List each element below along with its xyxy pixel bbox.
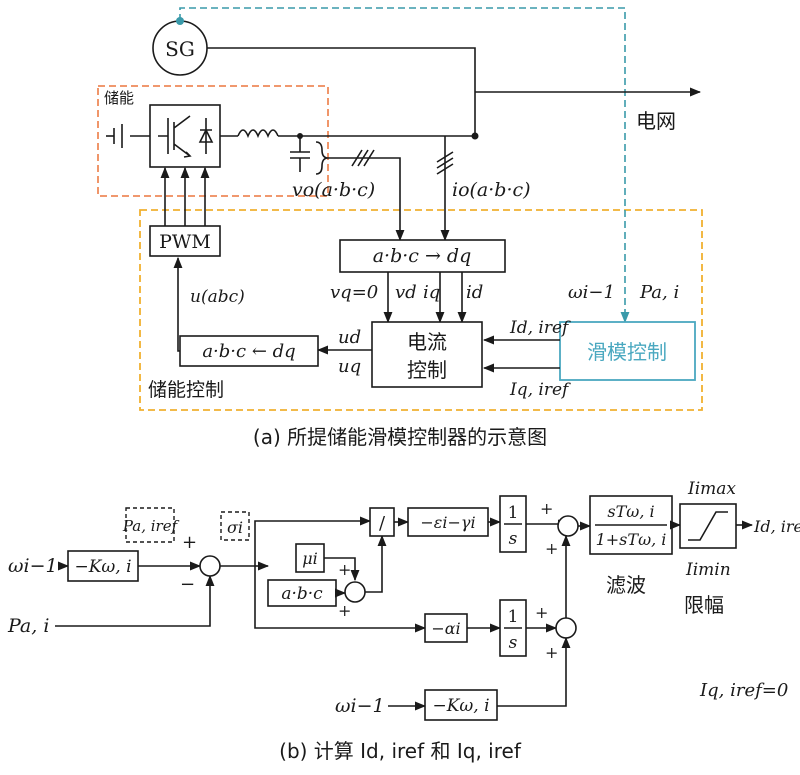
caption-a: (a) 所提储能滑模控制器的示意图 [253,425,547,449]
integrator-1-den: s [509,529,518,549]
storage-control-label: 储能控制 [148,379,224,401]
current-control-line2: 控制 [407,358,447,382]
limiter-curve [688,511,728,541]
current-control-line1: 电流 [407,330,447,354]
sigma-label: σi [227,518,243,537]
plus-sign-6: + [535,603,548,622]
iq-label: iq [423,282,440,303]
abc-dq-label: a·b·c → dq [373,245,472,267]
mu-label: μi [302,549,318,568]
sum2-to-divide [365,534,387,593]
control-dashed-box [139,209,703,411]
id-ref-out-label: Id, iref [753,517,800,536]
inductor [237,129,279,139]
sum-junction-3 [557,515,579,537]
sg-label: SG [165,37,195,61]
vq-zero: vq=0 [330,282,378,303]
sliding-mode-block [559,321,696,381]
omega-input-b2: ωi−1 [335,695,385,717]
k-omega-block-2 [424,689,498,721]
minus-sign-1: − [180,574,195,595]
grid-label: 电网 [636,109,676,133]
plus-sign-7: + [545,643,558,662]
ud-label: ud [338,327,361,348]
k-omega-label: −Kω, i [74,557,131,577]
alpha-block [424,613,468,643]
k-omega-label-2: −Kω, i [432,696,489,716]
k-omega-block [67,550,139,582]
k2-to-sum4 [497,636,571,707]
integrator-2-num: 1 [508,607,519,627]
sigma-to-alpha [254,566,427,633]
limit-label: 限幅 [684,593,724,617]
cap-brace [315,141,329,175]
sg-bus-line [207,47,476,92]
current-control-block [371,321,483,388]
i-min-label: Iimin [685,560,731,580]
sigma-to-divide [254,516,372,566]
omega-label-a: ωi−1 [568,282,615,303]
pa-ref-label: Pa, iref [122,517,180,535]
abc-dq-block [339,239,506,273]
divide-label: / [379,513,386,534]
omega-input-b: ωi−1 [8,555,58,577]
iq-ref-zero: Iq, iref=0 [699,680,788,701]
eps-gamma-block [407,507,489,537]
io-slash [436,151,454,175]
plus-sign-2: + [338,560,351,579]
sliding-mode-label: 滑模控制 [587,340,667,364]
plus-sign-5: + [545,539,558,558]
dq-abc-block [179,335,319,367]
pcc-node [471,132,479,140]
uq-label: uq [338,356,361,377]
sigma-box [220,511,250,541]
filter-num: sTω, i [607,502,654,521]
pa-ref-box [125,507,175,543]
integrator-2-den: s [509,633,518,653]
io-label: io(a·b·c) [452,179,531,201]
storage-dashed-box [97,85,329,197]
dq-abc-label: a·b·c ← dq [202,341,295,362]
sum-junction-2 [344,581,366,603]
abs-label: a·b·c [281,584,323,604]
id-label: id [466,282,483,303]
pwm-label: PWM [159,231,211,253]
plus-sign-1: + [182,532,197,553]
u-abc-label: u(abc) [190,287,245,307]
storage-label: 储能 [104,89,134,107]
sg-speed-link [179,7,630,324]
integrator-1-num: 1 [508,503,519,523]
vo-label: vo(a·b·c) [292,179,375,201]
igbt-symbol [158,115,192,158]
plus-sign-3: + [338,601,351,620]
u-abc-signal [173,256,183,352]
caption-b: (b) 计算 Id, iref 和 Iq, iref [279,739,522,763]
filter-label: 滤波 [606,573,646,597]
iq-ref-label: Iq, iref [509,380,571,400]
vd-label: vd [395,282,417,303]
pa-input-label: Pa, i [7,615,49,637]
mu-to-sum2 [324,557,360,582]
vo-slash [351,149,375,167]
capacitor [290,136,310,172]
sum-junction-4 [555,617,577,639]
pa-label-a: Pa, i [639,282,679,303]
pwm-block [149,225,221,257]
id-ref-label: Id, iref [509,318,571,338]
vo-measure-line [328,157,405,242]
eps-gamma-label: −εi−γi [420,513,475,532]
pa-to-sum1 [55,574,215,627]
mu-block [295,543,325,573]
diode-symbol [198,118,214,154]
i-max-label: Iimax [687,479,736,499]
sum-junction-1 [199,555,221,577]
plus-sign-4: + [540,499,553,518]
alpha-label: −αi [431,619,460,638]
filter-den: 1+sTω, i [596,530,667,549]
